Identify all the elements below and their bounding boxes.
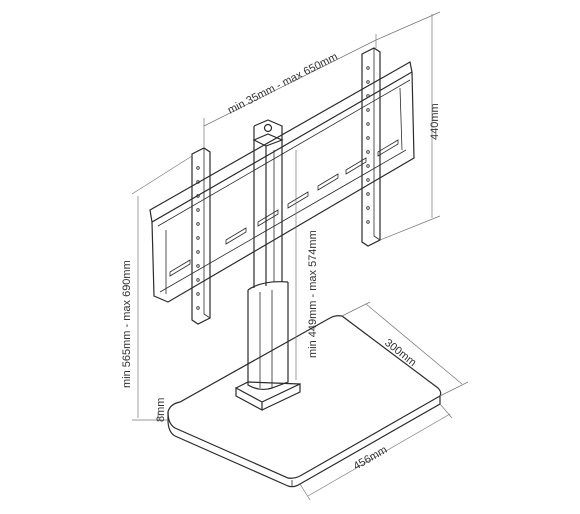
column-height-label: min 449mm - max 574mm <box>307 230 319 358</box>
base-depth-label: 300mm <box>382 337 418 369</box>
bracket-width-label: min 35mm - max 650mm <box>226 51 340 117</box>
mount-height-label: 440mm <box>429 103 441 140</box>
right-vertical-bracket <box>361 47 381 247</box>
column <box>247 119 289 391</box>
total-height-label: min 565mm - max 690mm <box>121 260 133 388</box>
mounting-frame <box>149 61 415 303</box>
left-vertical-bracket <box>191 147 211 325</box>
dimension-lines <box>131 11 469 501</box>
base-width-label: 456mm <box>352 444 390 473</box>
base-plate <box>167 315 442 488</box>
column-foot <box>235 370 301 412</box>
base-thickness-label: 8mm <box>155 398 167 422</box>
